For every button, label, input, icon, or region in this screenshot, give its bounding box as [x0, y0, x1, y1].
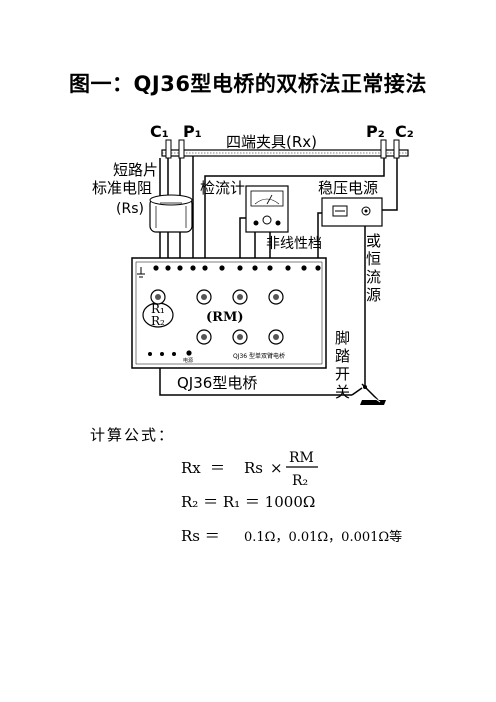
label-p2: P₂	[366, 122, 385, 141]
label-p1: P₁	[183, 122, 202, 141]
four-terminal-fixture	[161, 139, 409, 159]
label-c2: C₂	[395, 122, 414, 141]
formula3-rhs: 0.1Ω，0.01Ω，0.001Ω等	[244, 529, 402, 545]
label-c1: C₁	[150, 122, 169, 141]
formula1-times: ×	[270, 459, 283, 477]
page-title: 图一：QJ36型电桥的双桥法正常接法	[69, 72, 427, 96]
formula1-denominator: R₂	[292, 473, 308, 489]
panel-model-text: QJ36 型单双臂电桥	[233, 352, 285, 360]
wire-galv-3	[239, 217, 246, 265]
label-fixture: 四端夹具(Rx)	[226, 133, 317, 151]
wire-p2-bridge	[204, 150, 385, 265]
bridge-terminals	[153, 265, 321, 271]
label-constant: 恒	[366, 250, 381, 268]
label-foot-4: 关	[335, 383, 350, 401]
label-standard-resistor: 标准电阻	[92, 179, 152, 197]
formulas: Rx ＝ Rs × RM R₂ R₂ ＝ R₁ ＝ 1000Ω Rs ＝ 0.1…	[181, 450, 402, 545]
formula3-lhs: Rs ＝	[181, 527, 220, 545]
formula1-numerator: RM	[289, 450, 314, 466]
label-current: 流	[366, 268, 381, 286]
panel-r1: R₁	[151, 302, 165, 316]
label-foot-1: 脚	[335, 329, 350, 347]
label-shorting-piece: 短路片	[113, 161, 158, 179]
foot-switch-icon	[351, 383, 386, 405]
label-foot-3: 开	[335, 365, 350, 383]
label-or: 或	[366, 232, 381, 250]
galvanometer-icon	[245, 185, 289, 233]
panel-rm: (RM)	[206, 310, 244, 325]
wire-c2-source	[378, 150, 398, 211]
panel-power-text: 电源	[183, 357, 193, 364]
qj36-bridge-panel	[131, 257, 327, 369]
label-regulated-source: 稳压电源	[318, 179, 378, 197]
label-nonlinear: 非线性档	[266, 236, 322, 252]
label-source: 源	[366, 286, 381, 304]
formula1-eq: ＝	[210, 459, 225, 477]
standard-resistor-icon	[149, 194, 193, 233]
label-foot-2: 踏	[335, 347, 350, 365]
label-galvanometer: 检流计	[200, 179, 245, 197]
panel-r2: R₂	[151, 314, 165, 328]
formula2: R₂ ＝ R₁ ＝ 1000Ω	[181, 493, 315, 511]
label-rs: (Rs)	[116, 201, 144, 217]
power-source-icon	[321, 197, 383, 227]
formula-heading: 计算公式：	[90, 426, 176, 444]
formula1-lhs: Rx	[181, 459, 201, 477]
label-bridge-name: QJ36型电桥	[177, 374, 257, 392]
formula1-rs: Rs	[244, 459, 263, 477]
